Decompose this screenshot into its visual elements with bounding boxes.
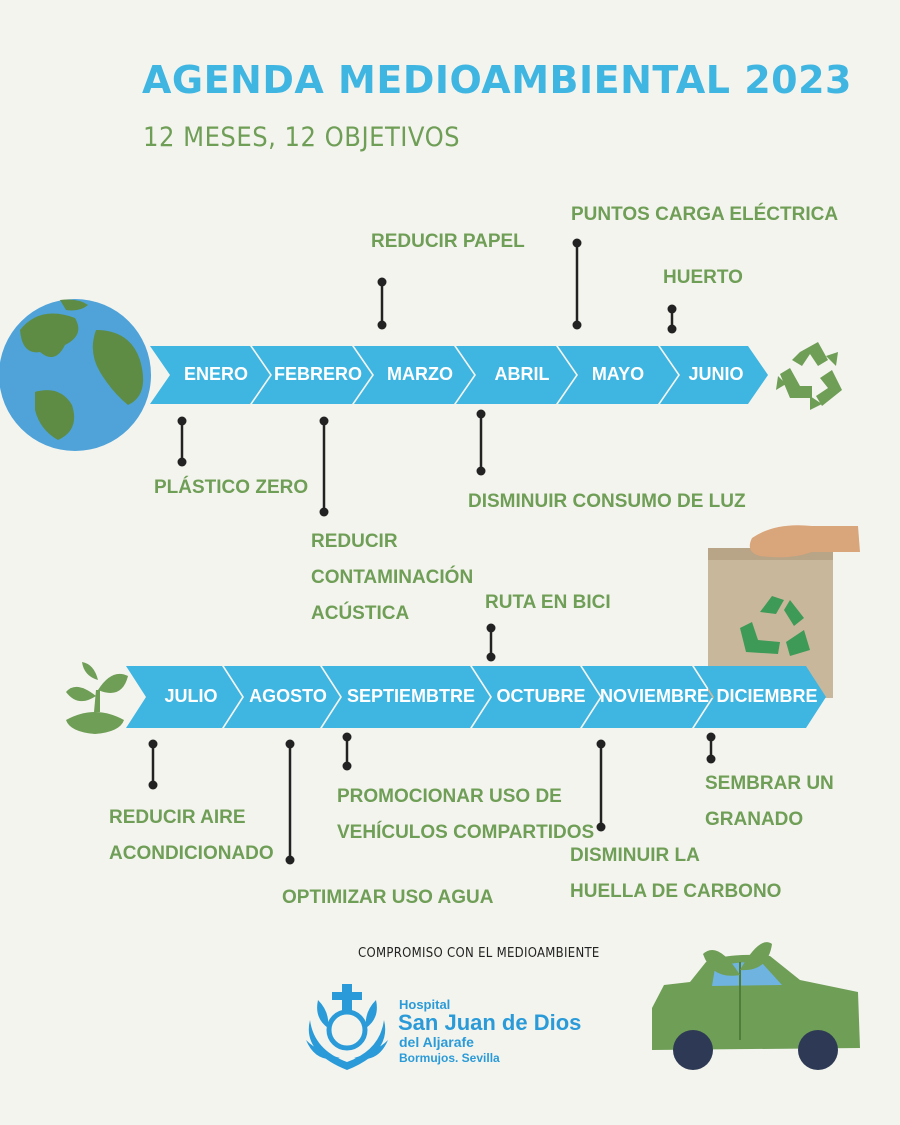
month-junio: JUNIO bbox=[688, 364, 744, 384]
goal-septiembre-line: PROMOCIONAR USO DE bbox=[337, 786, 562, 807]
goal-julio-line: ACONDICIONADO bbox=[109, 843, 274, 864]
month-noviembre: NOVIEMBRE bbox=[600, 686, 710, 706]
seedling-icon bbox=[66, 662, 128, 734]
goal-abril: DISMINUIR CONSUMO DE LUZ bbox=[468, 491, 746, 512]
timeline-row-2 bbox=[126, 666, 826, 728]
recycle-icon bbox=[776, 342, 842, 410]
goal-noviembre: DISMINUIR LA HUELLA DE CARBONO bbox=[570, 838, 781, 910]
logo-hospital-city: Bormujos. Sevilla bbox=[399, 1051, 500, 1065]
goal-diciembre: SEMBRAR UN GRANADO bbox=[705, 766, 834, 838]
month-diciembre: DICIEMBRE bbox=[716, 686, 818, 706]
pins-row-2 bbox=[148, 623, 716, 865]
goal-octubre: RUTA EN BICI bbox=[485, 592, 611, 613]
month-abril: ABRIL bbox=[494, 364, 550, 384]
logo-hospital-location: del Aljarafe bbox=[399, 1034, 474, 1050]
goal-noviembre-line: HUELLA DE CARBONO bbox=[570, 881, 782, 902]
goal-mayo: PUNTOS CARGA ELÉCTRICA bbox=[571, 204, 839, 225]
page-subtitle: 12 MESES, 12 OBJETIVOS bbox=[143, 122, 461, 153]
goal-febrero: REDUCIR CONTAMINACIÓN ACÚSTICA bbox=[311, 524, 473, 632]
goal-diciembre-line: GRANADO bbox=[705, 809, 804, 830]
logo-hospital-label: Hospital bbox=[399, 997, 451, 1012]
month-enero: ENERO bbox=[183, 364, 248, 384]
logo-hospital-name: San Juan de Dios bbox=[398, 1010, 582, 1035]
month-septiembre: SEPTIEMBTRE bbox=[346, 686, 475, 706]
eco-car-icon bbox=[652, 942, 860, 1070]
goal-marzo: REDUCIR PAPEL bbox=[371, 231, 525, 252]
goal-julio-line: REDUCIR AIRE bbox=[109, 807, 246, 828]
goal-febrero-line: REDUCIR bbox=[311, 531, 398, 552]
goal-julio: REDUCIR AIRE ACONDICIONADO bbox=[109, 800, 274, 872]
goal-diciembre-line: SEMBRAR UN bbox=[705, 773, 834, 794]
goal-junio: HUERTO bbox=[663, 267, 743, 288]
month-julio: JULIO bbox=[164, 686, 218, 706]
earth-icon bbox=[0, 299, 151, 451]
month-marzo: MARZO bbox=[387, 364, 453, 384]
hospital-logo-icon bbox=[306, 984, 388, 1070]
month-octubre: OCTUBRE bbox=[496, 686, 586, 706]
pins-row-1 bbox=[177, 238, 677, 517]
month-agosto: AGOSTO bbox=[249, 686, 327, 706]
goal-agosto: OPTIMIZAR USO AGUA bbox=[282, 887, 494, 908]
goal-septiembre: PROMOCIONAR USO DE VEHÍCULOS COMPARTIDOS bbox=[337, 779, 594, 851]
month-mayo: MAYO bbox=[591, 364, 645, 384]
goal-noviembre-line: DISMINUIR LA bbox=[570, 845, 700, 866]
goal-enero: PLÁSTICO ZERO bbox=[154, 477, 309, 498]
timeline-row-1 bbox=[150, 346, 768, 404]
footer-tagline: COMPROMISO CON EL MEDIOAMBIENTE bbox=[358, 946, 600, 961]
month-febrero: FEBRERO bbox=[273, 364, 362, 384]
page-title: AGENDA MEDIOAMBIENTAL 2023 bbox=[142, 58, 852, 102]
goal-septiembre-line: VEHÍCULOS COMPARTIDOS bbox=[337, 822, 595, 843]
goal-febrero-line: ACÚSTICA bbox=[311, 603, 410, 624]
goal-febrero-line: CONTAMINACIÓN bbox=[311, 567, 474, 588]
